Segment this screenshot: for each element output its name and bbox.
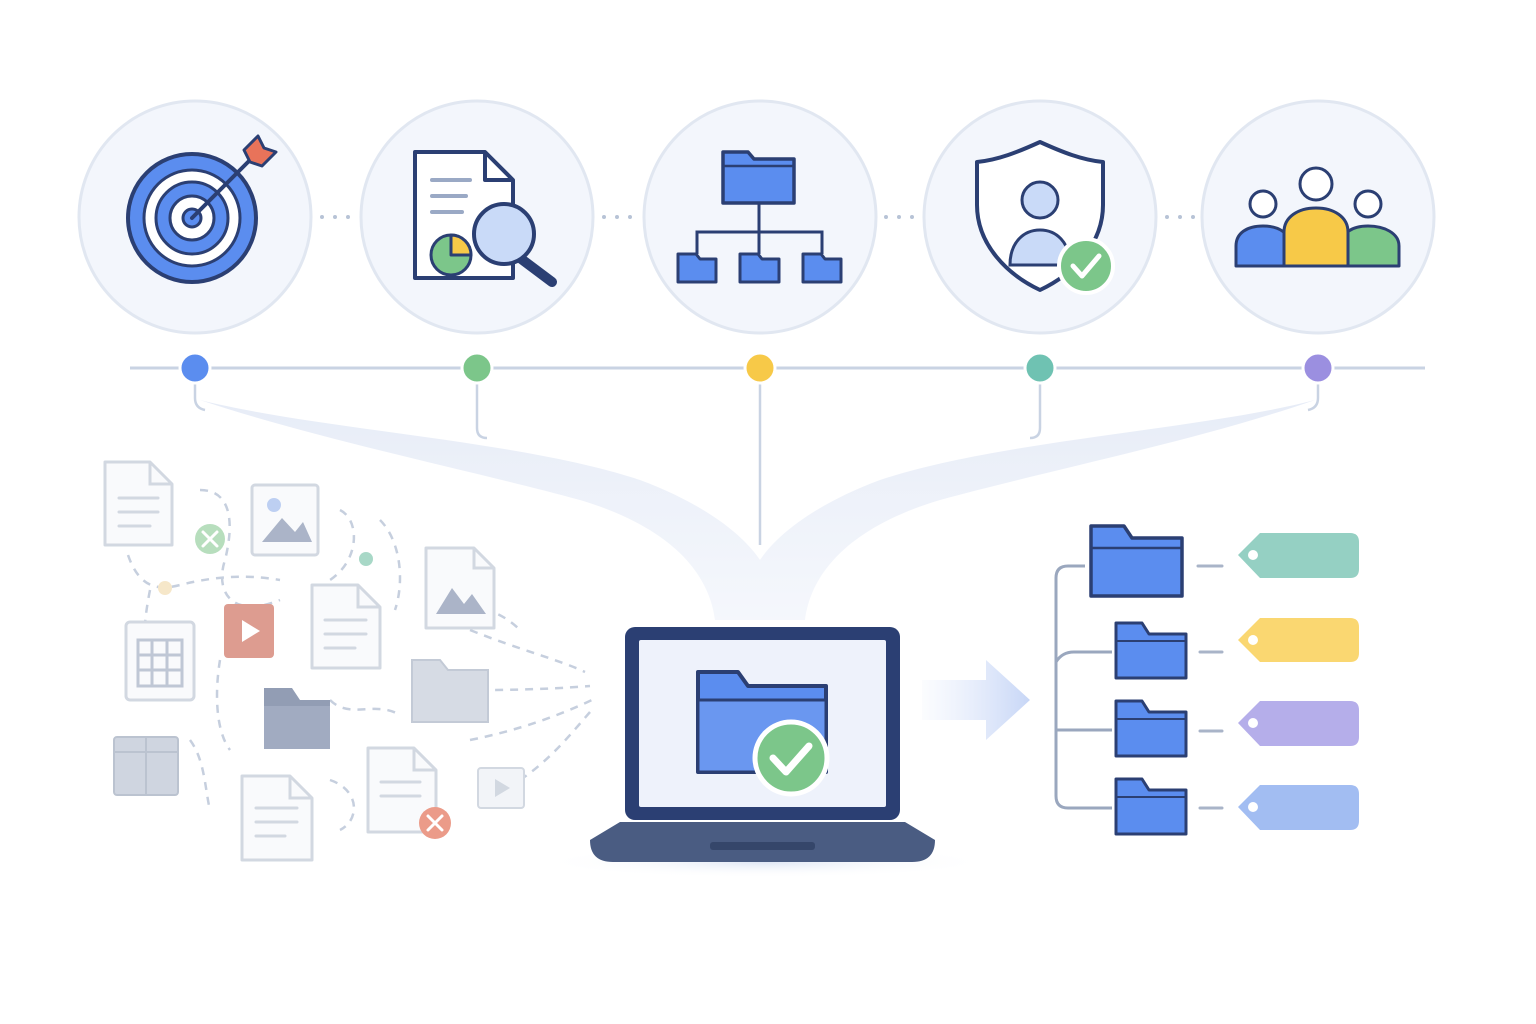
doc-icon-3 (240, 774, 314, 862)
target-icon (126, 134, 278, 284)
error-badge-1 (195, 524, 225, 554)
timeline-node-goal (178, 351, 212, 385)
box-icon-1 (113, 736, 179, 796)
step-circles (77, 99, 1436, 335)
laptop (590, 627, 935, 862)
video-icon-2 (477, 767, 525, 809)
timeline-node-structure (743, 351, 777, 385)
doc-icon-2 (310, 583, 382, 670)
tree-folder-3 (1114, 777, 1188, 836)
flow-arrow-right (922, 660, 1030, 740)
tree-folder-2 (1114, 699, 1188, 758)
timeline-node-security (1023, 351, 1057, 385)
tag-yellow (1238, 618, 1359, 662)
dotted-connectors (320, 215, 1195, 219)
error-badge-2 (419, 807, 451, 839)
tags (1238, 533, 1359, 830)
laptop-check-badge (752, 719, 830, 797)
folder-hierarchy-icon (676, 150, 843, 284)
tree-folder-1 (1114, 621, 1188, 680)
timeline-node-team (1301, 351, 1335, 385)
tree-folder-root (1089, 524, 1184, 598)
user-group-icon (1234, 166, 1401, 268)
shield-user-check-icon (975, 140, 1115, 295)
doc-icon-1 (103, 460, 174, 547)
organized-folder-tree (1054, 524, 1224, 836)
image-icon-2 (424, 546, 496, 630)
timeline-node-analysis (460, 351, 494, 385)
scattered-files (103, 460, 593, 862)
node-connectors (193, 368, 1320, 545)
document-search-icon (413, 150, 557, 287)
tag-purple (1238, 701, 1359, 746)
tag-blue (1238, 785, 1359, 830)
doc-icon-4 (366, 746, 438, 834)
funnel-shape (200, 400, 1315, 620)
tag-teal (1238, 533, 1359, 578)
folder-icon-gray-1 (411, 659, 489, 723)
timeline-nodes (178, 351, 1335, 385)
spreadsheet-icon-1 (124, 620, 196, 702)
video-icon-1 (224, 604, 274, 658)
folder-icon-dark-1 (264, 688, 330, 749)
image-icon-1 (250, 483, 320, 557)
